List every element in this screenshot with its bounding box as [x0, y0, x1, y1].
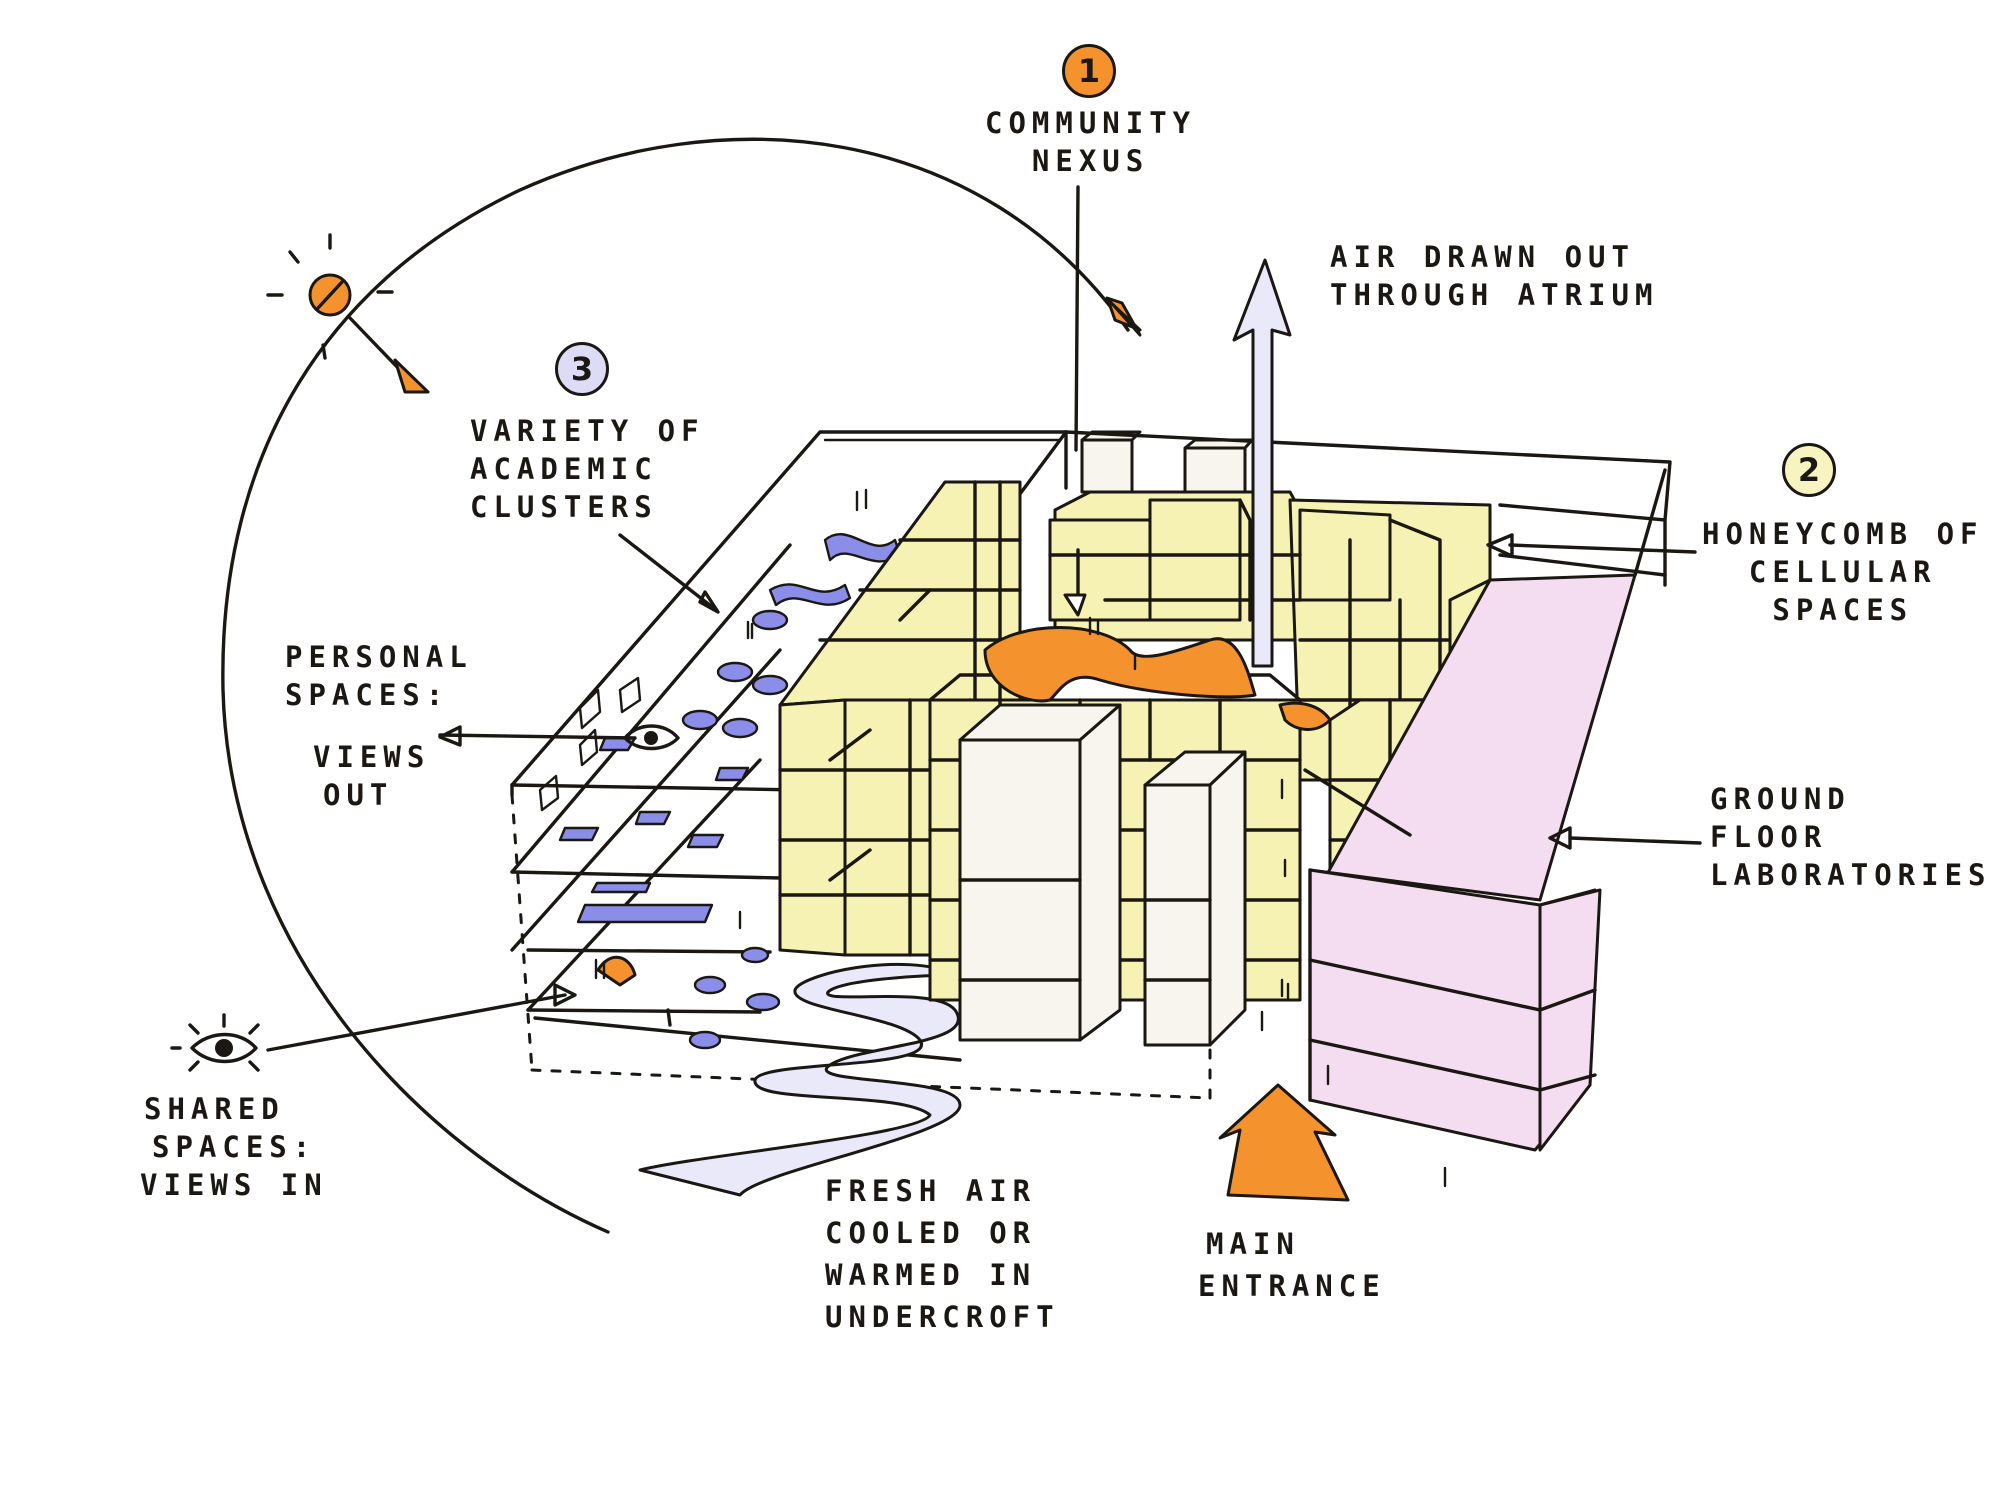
label-personal-spaces: PERSONAL SPACES: VIEWS OUT — [285, 638, 473, 814]
main-entrance-arrow — [1218, 1083, 1350, 1202]
label-air-drawn-out: AIR DRAWN OUT THROUGH ATRIUM — [1330, 238, 1658, 314]
label-line: SPACES — [1772, 593, 1914, 627]
label-line: CLUSTERS — [470, 490, 658, 524]
label-line: THROUGH ATRIUM — [1330, 278, 1659, 312]
label-shared-spaces: SHARED SPACES: VIEWS IN — [140, 1090, 328, 1204]
label-fresh-air: FRESH AIR COOLED OR WARMED IN UNDERCROFT — [825, 1172, 1060, 1336]
label-line: VIEWS — [313, 740, 431, 774]
badge-3: 3 — [555, 342, 609, 396]
label-line: NEXUS — [1031, 144, 1150, 178]
label-line: CELLULAR — [1748, 555, 1937, 589]
label-line: OUT — [323, 778, 394, 812]
leader-lines — [266, 185, 1702, 1052]
person-icon — [594, 488, 1447, 1188]
label-line: COMMUNITY — [985, 106, 1197, 140]
label-line: SPACES: — [285, 678, 450, 712]
label-line: ENTRANCE — [1198, 1269, 1386, 1303]
badge-1: 1 — [1062, 44, 1116, 98]
central-cores — [958, 703, 1247, 1047]
label-line: AIR DRAWN OUT — [1330, 240, 1635, 274]
air-exhaust-arrow — [1232, 258, 1292, 668]
label-line: COOLED OR — [825, 1216, 1037, 1250]
badge-2: 2 — [1782, 443, 1836, 497]
label-honeycomb: HONEYCOMB OF CELLULAR SPACES — [1702, 515, 1984, 629]
label-main-entrance: MAIN ENTRANCE — [1198, 1225, 1386, 1305]
label-line: HONEYCOMB OF — [1702, 517, 1984, 551]
label-line: PERSONAL — [285, 640, 473, 674]
label-line: MAIN — [1206, 1227, 1300, 1261]
label-line: VIEWS IN — [140, 1168, 328, 1202]
label-line: LABORATORIES — [1710, 858, 1992, 892]
label-line: WARMED IN — [825, 1258, 1037, 1292]
sun-path-arrowhead — [1105, 296, 1142, 337]
label-line: UNDERCROFT — [825, 1300, 1060, 1334]
rear-block-right — [1183, 438, 1254, 494]
label-line: VARIETY OF — [470, 414, 705, 448]
rear-block-left — [1080, 430, 1142, 494]
community-nexus-atrium — [983, 626, 1257, 703]
eye-icon — [170, 1013, 260, 1072]
label-line: ACADEMIC — [470, 452, 658, 486]
eye-icon — [623, 724, 680, 751]
label-line: FLOOR — [1710, 820, 1828, 854]
label-line: GROUND — [1710, 782, 1851, 816]
label-line: FRESH AIR — [825, 1174, 1037, 1208]
label-line: SHARED — [144, 1092, 285, 1126]
label-community-nexus: COMMUNITY NEXUS — [985, 104, 1196, 180]
label-line: SPACES: — [152, 1130, 317, 1164]
sun-icon — [266, 233, 430, 394]
label-ground-floor: GROUND FLOOR LABORATORIES — [1710, 780, 1992, 894]
fresh-air-flow — [638, 962, 962, 1197]
label-academic-clusters: VARIETY OF ACADEMIC CLUSTERS — [470, 412, 705, 526]
